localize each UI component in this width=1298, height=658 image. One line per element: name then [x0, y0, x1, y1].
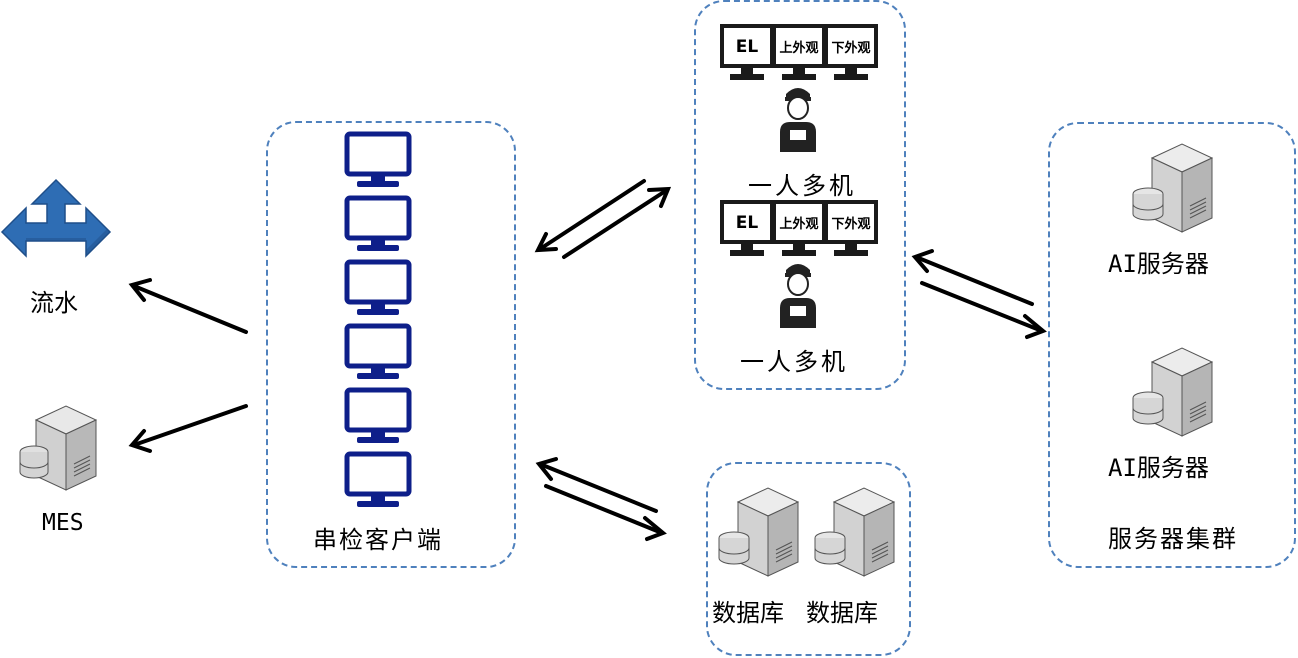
arrow-cluster-to-operator [911, 249, 1034, 306]
ai-server-1-label: AI服务器 [1108, 250, 1209, 278]
screen-label: EL [736, 213, 759, 233]
arrow-client-to-operator [562, 186, 672, 259]
arrow-client-to-database [544, 484, 667, 541]
operator-station-1: EL 上外观下外观 [720, 24, 880, 159]
operator-station-1-label: 一人多机 [748, 172, 856, 200]
screen-monitor-icon: 上外观 [772, 24, 826, 80]
screen-label: EL [736, 37, 759, 57]
screen-monitor-icon: 下外观 [824, 24, 878, 80]
screen-label: 上外观 [779, 40, 818, 56]
arrow-operator-to-cluster [920, 281, 1047, 339]
arrow-operator-to-client [534, 179, 646, 253]
monitor-icon [344, 131, 412, 187]
screen-label: 下外观 [831, 40, 870, 56]
database-server-1 [716, 484, 800, 582]
operator-icon [780, 264, 816, 328]
database-server-2 [812, 484, 896, 582]
operator-icon [780, 88, 816, 152]
monitor-icon [344, 323, 412, 379]
ai-server-1 [1130, 140, 1214, 238]
monitor-icon [344, 195, 412, 251]
monitor-icon [344, 451, 412, 507]
monitor-icon [344, 259, 412, 315]
pipeline-label: 流水 [30, 289, 78, 317]
screen-label: 上外观 [779, 216, 818, 232]
ai-server-2 [1130, 344, 1214, 442]
string-client-group [266, 121, 516, 568]
server-icon [1132, 143, 1214, 233]
server-icon [718, 487, 800, 577]
monitor-stack [343, 131, 415, 515]
screen-monitor-icon: 上外观 [772, 200, 826, 256]
server-cluster-label: 服务器集群 [1108, 525, 1238, 553]
screen-monitor-icon: 下外观 [824, 200, 878, 256]
server-cluster-group [1048, 122, 1296, 568]
mes-label: MES [42, 510, 84, 536]
four-way-arrow-icon [0, 178, 112, 258]
database-2-label: 数据库 [806, 599, 878, 627]
mes-server-icon [19, 405, 98, 491]
arrow-client-to-pipeline [128, 278, 248, 334]
arrow-database-to-client [535, 457, 658, 513]
database-group [706, 462, 911, 656]
database-1-label: 数据库 [712, 599, 784, 627]
operator-group [694, 0, 906, 390]
operator-station-2-label: 一人多机 [740, 348, 848, 376]
ai-server-2-label: AI服务器 [1108, 454, 1209, 482]
screen-monitor-icon: EL [720, 200, 774, 256]
arrow-client-to-mes [128, 404, 248, 453]
monitor-icon [344, 387, 412, 443]
server-icon [814, 487, 896, 577]
screen-label: 下外观 [831, 216, 870, 232]
string-client-label: 串检客户端 [313, 526, 443, 554]
operator-station-2: EL 上外观下外观 [720, 200, 880, 335]
server-icon [1132, 347, 1214, 437]
